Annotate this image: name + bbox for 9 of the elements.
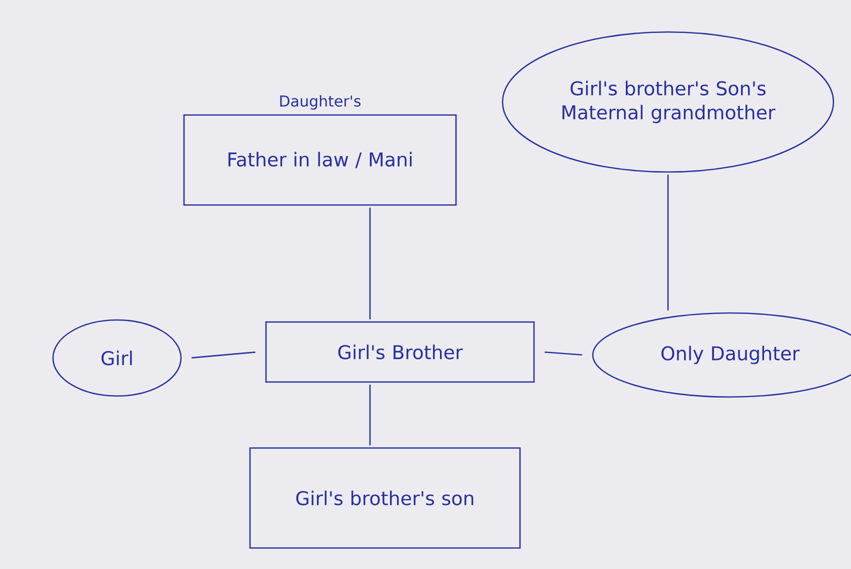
connector-line <box>369 384 371 446</box>
person-box: Girl's brother's son <box>249 447 521 549</box>
person-box: Father in law / Mani <box>183 114 457 206</box>
connector-line <box>192 352 256 358</box>
connector-line <box>369 208 371 320</box>
connector-line <box>544 351 582 356</box>
person-box: Girl's Brother <box>265 321 535 383</box>
note-text: Daughter's <box>280 95 361 110</box>
connector-line <box>667 174 669 310</box>
